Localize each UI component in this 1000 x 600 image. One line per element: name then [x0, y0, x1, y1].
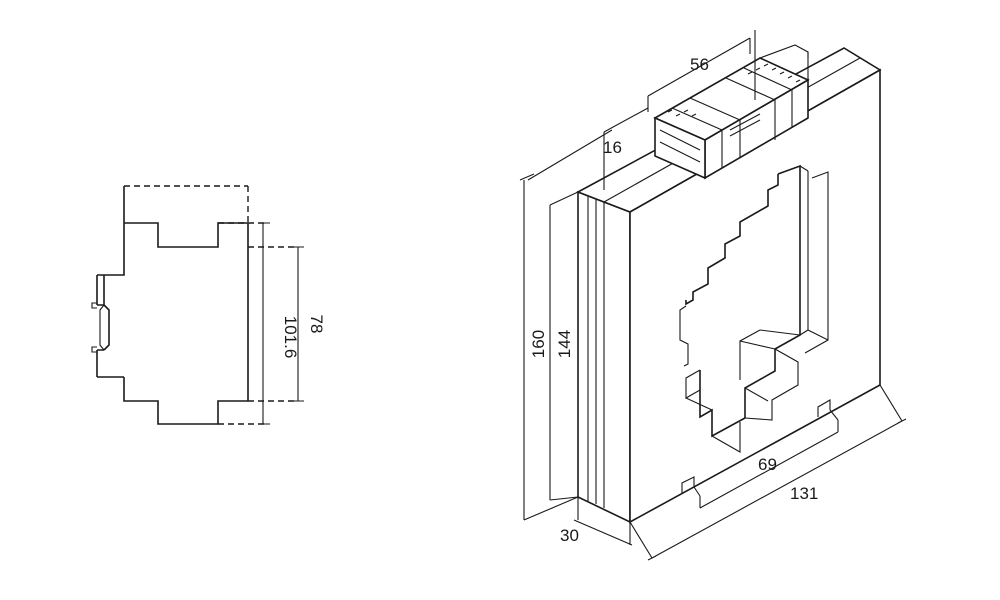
terminal-block	[653, 44, 810, 180]
dim-line-101-6	[258, 222, 270, 425]
isometric-view: 56 16 160 144 30 69 131	[519, 30, 907, 561]
dim-line-160	[519, 173, 579, 521]
profile-hidden-top	[124, 185, 249, 223]
dim-line-78	[292, 246, 304, 402]
terminal-ridges	[659, 44, 809, 168]
terminal-teeth	[667, 63, 801, 117]
window-depth-lines	[711, 165, 829, 453]
dim-line-56	[647, 30, 809, 112]
dim-label-69: 69	[758, 455, 777, 474]
dim-line-30	[573, 497, 633, 546]
dim-label-30: 30	[560, 526, 579, 545]
profile-view: 101.6 78	[91, 185, 326, 425]
foot-notches	[681, 399, 831, 493]
dim-extension-lines	[218, 222, 298, 425]
side-grooves	[587, 196, 605, 508]
dim-line-144	[549, 191, 579, 501]
dim-label-78: 78	[307, 315, 326, 334]
dim-label-160: 160	[529, 330, 548, 358]
terminal-side	[654, 116, 706, 180]
dim-line-16	[527, 107, 649, 190]
dim-label-101-6: 101.6	[281, 316, 300, 359]
dim-line-131	[629, 384, 907, 561]
window-lower-steps	[679, 305, 713, 411]
dim-label-56: 56	[690, 55, 709, 74]
profile-outline	[96, 186, 249, 425]
dim-line-69	[693, 409, 839, 509]
din-clip	[91, 302, 105, 353]
dim-label-144: 144	[555, 330, 574, 358]
dim-label-16: 16	[603, 138, 622, 157]
dim-label-131: 131	[790, 484, 818, 503]
